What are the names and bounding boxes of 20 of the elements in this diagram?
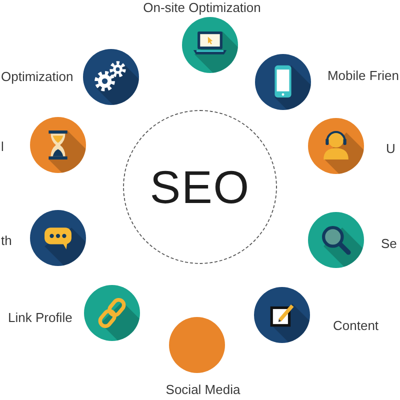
- pencil-note-icon: [254, 287, 310, 343]
- caption-text: Mobile Frien: [327, 68, 399, 84]
- hourglass-icon: [30, 117, 86, 173]
- caption-text: l: [1, 139, 4, 155]
- gears-icon: [83, 49, 139, 105]
- caption-text: Se: [381, 236, 397, 252]
- caption-text: U: [386, 141, 396, 157]
- caption-text: Social Media: [166, 382, 240, 398]
- dashed-circle: [123, 110, 277, 264]
- caption-text: Content: [333, 318, 379, 334]
- node-text: SEO: [150, 161, 250, 213]
- plain-circle: [169, 317, 225, 373]
- caption-text: On-site Optimization: [143, 0, 261, 16]
- person-headset-icon: [308, 118, 364, 174]
- caption-text: Link Profile: [8, 310, 72, 326]
- magnifier-icon: [308, 212, 364, 268]
- caption-text: th: [1, 233, 12, 249]
- chat-bubble-icon: [30, 210, 86, 266]
- caption-text: Optimization: [1, 69, 74, 85]
- chain-link-icon: [84, 285, 140, 341]
